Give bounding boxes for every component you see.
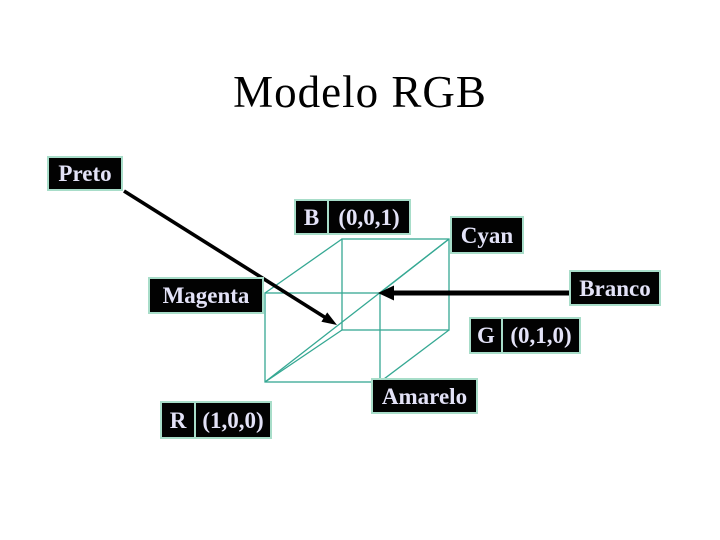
axis-coord-r: (1,0,0) — [194, 403, 270, 437]
label-preto: Preto — [47, 156, 123, 191]
slide-title: Modelo RGB — [233, 67, 487, 117]
label-r-axis: R (1,0,0) — [160, 401, 272, 439]
label-magenta-text: Magenta — [162, 283, 250, 308]
axis-letter-r: R — [169, 407, 187, 433]
rgb-cube-wireframe — [264, 238, 450, 383]
axis-coord-g: (0,1,0) — [501, 319, 579, 352]
label-cyan-text: Cyan — [460, 222, 514, 248]
label-branco: Branco — [569, 270, 661, 306]
label-preto-text: Preto — [58, 161, 112, 186]
label-amarelo-text: Amarelo — [381, 383, 468, 409]
label-g-axis: G (0,1,0) — [469, 317, 581, 354]
label-branco-text: Branco — [579, 275, 651, 301]
preto-arrow — [123, 189, 337, 325]
axis-letter-g: G — [477, 323, 495, 348]
label-amarelo: Amarelo — [371, 378, 478, 414]
axis-letter-b: B — [303, 204, 320, 230]
branco-arrow — [378, 285, 569, 301]
axis-coord-b: (0,0,1) — [327, 201, 409, 233]
label-magenta: Magenta — [148, 277, 264, 314]
label-b-axis: B (0,0,1) — [294, 199, 411, 235]
label-cyan: Cyan — [450, 216, 524, 254]
